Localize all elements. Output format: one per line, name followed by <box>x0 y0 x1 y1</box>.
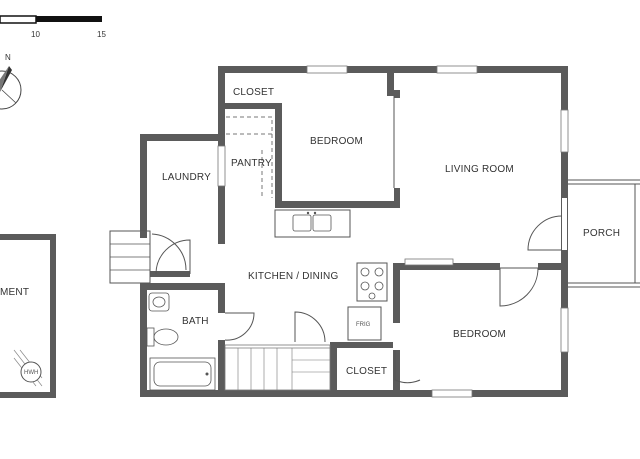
basement-stairs <box>224 344 331 391</box>
porch <box>561 179 640 290</box>
scale-label-15: 15 <box>97 30 106 39</box>
scale-label-10: 10 <box>31 30 40 39</box>
stove-icon <box>356 262 388 302</box>
room-label-bedroom-bottom: BEDROOM <box>453 329 506 340</box>
room-label-bath: BATH <box>182 316 209 327</box>
room-label-bedroom-top: BEDROOM <box>310 136 363 147</box>
fridge: FRIG <box>347 306 382 341</box>
water-heater: HWH <box>13 349 43 387</box>
north-arrow-icon: N <box>0 53 22 110</box>
kitchen-sink <box>274 209 351 238</box>
interior-walls <box>140 66 568 397</box>
doors <box>151 96 563 384</box>
room-label-living-room: LIVING ROOM <box>445 164 514 175</box>
water-heater-label: HWH <box>24 370 38 376</box>
room-label-porch: PORCH <box>583 228 620 239</box>
bath-fixtures <box>146 292 216 391</box>
compass-north-label: N <box>5 53 11 62</box>
room-label-basement: MENT <box>0 287 29 298</box>
entry-steps <box>109 230 151 284</box>
basement-block: MENT HWH <box>0 234 56 398</box>
room-label-closet-bottom: CLOSET <box>346 366 387 377</box>
fridge-label: FRIG <box>356 322 371 328</box>
room-label-pantry: PANTRY <box>231 158 272 169</box>
room-labels: CLOSET BEDROOM LIVING ROOM LAUNDRY PANTR… <box>162 87 620 377</box>
scale-bar: 10 15 <box>0 15 106 39</box>
room-label-laundry: LAUNDRY <box>162 172 211 183</box>
room-label-kitchen-dining: KITCHEN / DINING <box>248 271 338 282</box>
windows <box>217 65 569 398</box>
pantry-outline <box>226 116 273 198</box>
room-label-closet-top: CLOSET <box>233 87 274 98</box>
